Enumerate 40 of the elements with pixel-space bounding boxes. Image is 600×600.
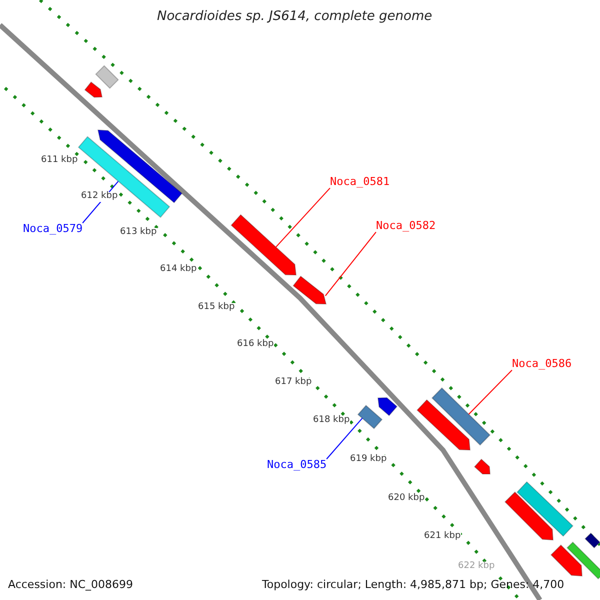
gene-feature — [504, 491, 554, 541]
leader-line — [326, 418, 363, 460]
gene-label: Noca_0585 — [267, 459, 327, 472]
gene-feature — [584, 532, 600, 548]
scale-label: 620 kbp — [388, 494, 425, 504]
leader-line — [324, 232, 376, 296]
gene-label: Noca_0582 — [376, 220, 436, 232]
scale-label: 621 kbp — [424, 532, 461, 542]
scale-label: 616 kbp — [237, 340, 274, 350]
gene-feature — [566, 542, 600, 580]
leader-line — [275, 188, 330, 248]
gene-feature — [230, 214, 297, 276]
gene-label: Noca_0581 — [330, 176, 390, 188]
gene-feature — [416, 399, 471, 451]
scale-label: 618 kbp — [313, 416, 350, 426]
gene-feature — [78, 136, 170, 218]
leader-line — [468, 370, 512, 415]
scale-label: 614 kbp — [160, 265, 197, 275]
scale-label: 622 kbp — [458, 562, 495, 572]
gene-feature — [84, 81, 103, 98]
scale-label: 611 kbp — [41, 156, 78, 166]
scale-label: 619 kbp — [350, 455, 387, 465]
gene-label: Noca_0586 — [512, 358, 572, 370]
gene-feature — [377, 397, 398, 416]
scale-label: 617 kbp — [275, 378, 312, 388]
gene-feature — [95, 65, 119, 89]
footer-text: Topology: circular; Length: 4,985,871 bp; Genes: 4,700 — [262, 579, 564, 592]
gene-label: Noca_0579 — [23, 223, 83, 236]
scale-label: 615 kbp — [198, 303, 235, 313]
title: Nocardioides sp. JS614, complete genome — [157, 10, 432, 24]
scale-label: 613 kbp — [120, 228, 157, 238]
gene-feature — [550, 544, 583, 577]
gene-feature — [431, 387, 491, 446]
gene-feature — [97, 129, 183, 204]
gene-feature — [516, 481, 574, 537]
gene-feature — [357, 404, 383, 430]
footer-text: Accession: NC_008699 — [8, 579, 134, 592]
gene-feature — [292, 276, 327, 305]
scale-label: 612 kbp — [81, 192, 118, 202]
gene-feature — [474, 458, 491, 474]
